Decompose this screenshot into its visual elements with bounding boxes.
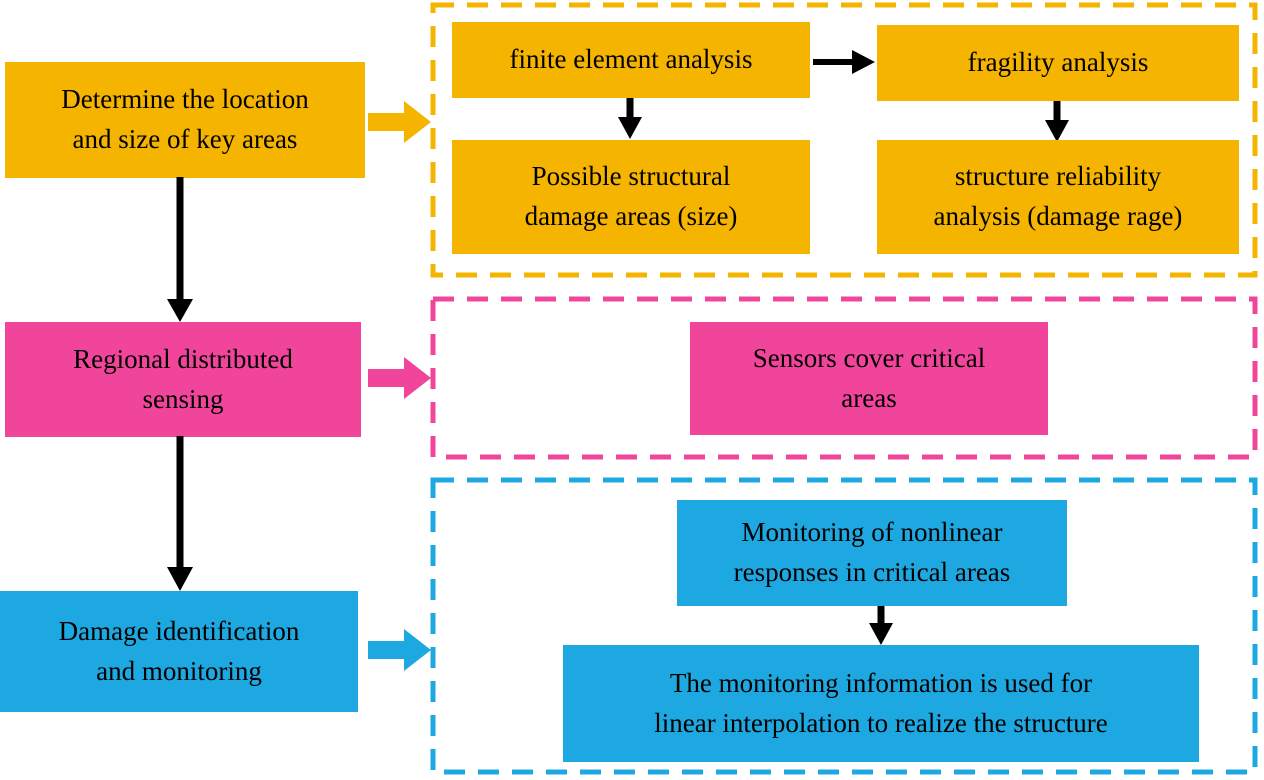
arrow-right-fea-to-fragility-icon	[813, 50, 875, 74]
box-monitoring-nonlinear-responses: Monitoring of nonlinear responses in cri…	[677, 500, 1067, 606]
box-finite-element-analysis-label: finite element analysis	[509, 44, 753, 75]
block-arrow-pink-icon	[368, 357, 431, 399]
arrow-down-fragility-icon	[1045, 101, 1069, 142]
box-structure-reliability: structure reliability analysis (damage r…	[877, 140, 1239, 254]
box-finite-element-analysis: finite element analysis	[452, 22, 810, 98]
analysis-group-dashed-border	[430, 2, 1258, 278]
monitoring-group-dashed-border	[430, 477, 1258, 775]
box-possible-damage-areas: Possible structural damage areas (size)	[452, 140, 810, 254]
arrow-down-step1-to-step2-icon	[167, 177, 193, 322]
box-determine-key-areas: Determine the location and size of key a…	[5, 62, 365, 178]
sensing-group-dashed-border	[430, 296, 1258, 460]
box-monitoring-nonlinear-responses-label: Monitoring of nonlinear responses in cri…	[733, 517, 1011, 587]
box-linear-interpolation: The monitoring information is used for l…	[563, 645, 1199, 762]
box-fragility-analysis: fragility analysis	[877, 25, 1239, 101]
block-arrow-orange-icon	[368, 101, 431, 143]
box-structure-reliability-label: structure reliability analysis (damage r…	[933, 161, 1183, 231]
box-regional-distributed-sensing: Regional distributed sensing	[5, 322, 361, 437]
arrow-down-step2-to-step3-icon	[167, 436, 193, 591]
box-damage-identification-label: Damage identification and monitoring	[58, 615, 300, 686]
box-fragility-analysis-label: fragility analysis	[967, 47, 1149, 78]
box-linear-interpolation-label: The monitoring information is used for l…	[654, 667, 1108, 738]
box-possible-damage-areas-label: Possible structural damage areas (size)	[524, 161, 738, 231]
box-sensors-cover-critical-areas-label: Sensors cover critical areas	[752, 342, 986, 413]
arrow-down-monitoring-icon	[869, 606, 893, 645]
arrow-down-fea-icon	[618, 98, 642, 139]
box-regional-distributed-sensing-label: Regional distributed sensing	[73, 343, 293, 414]
box-sensors-cover-critical-areas: Sensors cover critical areas	[690, 322, 1048, 435]
block-arrow-blue-icon	[368, 629, 431, 671]
box-determine-key-areas-label: Determine the location and size of key a…	[61, 84, 309, 154]
box-damage-identification: Damage identification and monitoring	[0, 591, 358, 712]
